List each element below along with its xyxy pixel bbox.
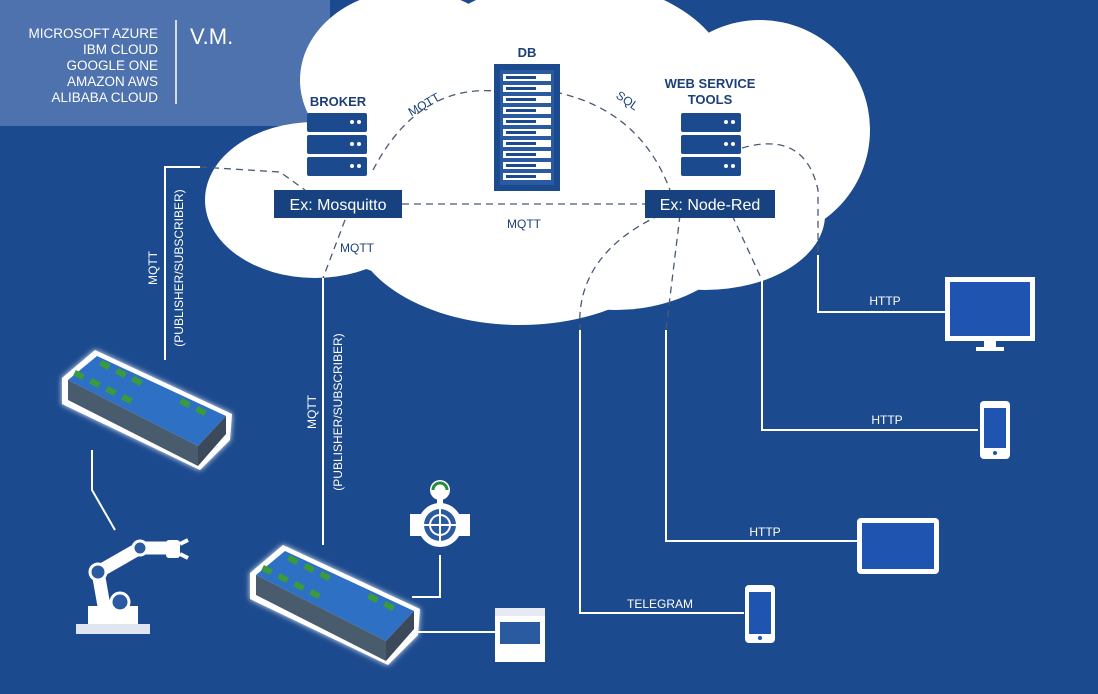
phone-icon-telegram (745, 585, 775, 643)
broker-example-box (274, 190, 402, 218)
provider-label: AMAZON AWS (67, 74, 158, 89)
web-service-title: TOOLS (688, 92, 733, 107)
provider-label: GOOGLE ONE (66, 58, 158, 73)
phone-icon-http (980, 401, 1010, 459)
http-phone-label: HTTP (871, 413, 902, 427)
flow-meter-icon (410, 480, 470, 547)
web-service-title: WEB SERVICE (665, 76, 756, 91)
web-example-box (645, 190, 775, 218)
dashed-connections (199, 90, 819, 331)
db-title: DB (518, 45, 537, 60)
db-server-rack-icon (494, 64, 560, 191)
sensor-box-icon (495, 608, 545, 662)
mqtt-mid-label: MQTT (305, 394, 319, 429)
broker-example-label: Ex: Mosquitto (290, 197, 387, 214)
provider-label: MICROSOFT AZURE (28, 26, 158, 41)
mqtt-broker-down-label: MQTT (340, 241, 375, 255)
mqtt-left-label: MQTT (146, 250, 160, 285)
telegram-label: TELEGRAM (627, 597, 693, 611)
robot-arm-icon (76, 538, 189, 634)
web-example-label: Ex: Node-Red (660, 197, 761, 214)
monitor-icon (945, 277, 1035, 351)
solid-connections (91, 166, 978, 633)
controller-device-left (62, 350, 232, 470)
pubsub-mid-label: (PUBLISHER/SUBSCRIBER) (331, 333, 345, 490)
broker-title: BROKER (310, 94, 367, 109)
mqtt-broker-web-label: MQTT (507, 217, 542, 231)
provider-label: ALIBABA CLOUD (51, 90, 158, 105)
pubsub-left-label: (PUBLISHER/SUBSCRIBER) (172, 189, 186, 346)
cloud-provider-list: MICROSOFT AZURE IBM CLOUD GOOGLE ONE AMA… (28, 26, 158, 105)
http-tablet-label: HTTP (749, 525, 780, 539)
vm-label: V.M. (190, 24, 233, 49)
tablet-icon (857, 518, 939, 574)
controller-device-mid (250, 545, 420, 665)
provider-label: IBM CLOUD (83, 42, 158, 57)
header-band (0, 0, 330, 126)
http-monitor-label: HTTP (869, 294, 900, 308)
broker-server-icon (307, 113, 367, 176)
web-service-server-icon (681, 113, 741, 176)
